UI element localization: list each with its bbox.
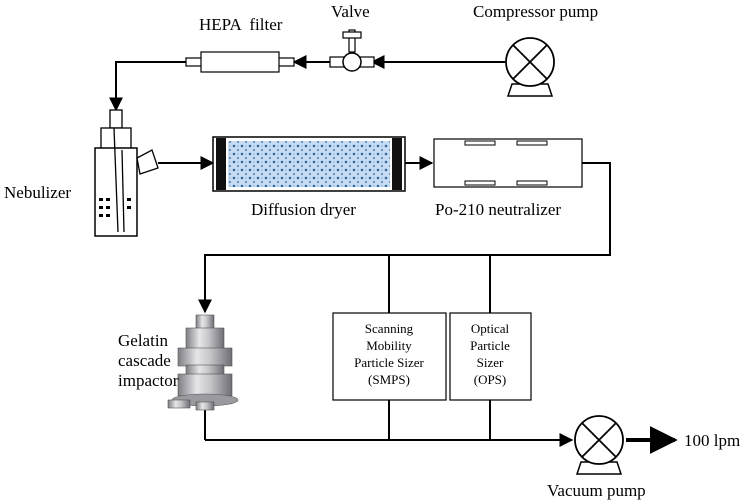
ops-label-line-4: (OPS) xyxy=(474,372,507,387)
cascade-impactor xyxy=(167,314,239,411)
impactor-label-line-1: Gelatin xyxy=(118,331,169,350)
valve xyxy=(329,29,375,72)
vacuum-pump-label: Vacuum pump xyxy=(547,481,646,500)
desiccant-bed xyxy=(228,141,390,187)
flow-rate-label: 100 lpm xyxy=(684,431,740,450)
po210-neutralizer xyxy=(433,138,583,188)
bottom-flow-lines xyxy=(204,400,678,454)
nebulizer-label: Nebulizer xyxy=(4,183,71,202)
smps-label-line-4: (SMPS) xyxy=(368,372,410,387)
diffusion-dryer-label: Diffusion dryer xyxy=(251,200,356,219)
nebulizer xyxy=(94,109,159,237)
impactor-label-line-3: impactor xyxy=(118,371,179,390)
smps-box xyxy=(332,312,447,401)
line-neutralizer-to-instruments xyxy=(198,162,611,314)
hepa-filter-label: HEPA filter xyxy=(199,15,283,34)
compressor-pump xyxy=(505,37,555,97)
hepa-filter xyxy=(185,51,295,73)
diffusion-dryer xyxy=(212,136,406,192)
smps-label-line-2: Mobility xyxy=(366,338,412,353)
hepa-filter-body xyxy=(200,51,280,73)
neutralizer-label: Po-210 neutralizer xyxy=(435,200,561,219)
ops-label-line-3: Sizer xyxy=(477,355,504,370)
compressor-pump-label: Compressor pump xyxy=(473,2,598,21)
top-flow-lines xyxy=(109,55,611,314)
arrow-hepa-to-nebulizer xyxy=(109,61,186,112)
smps-label-line-1: Scanning xyxy=(365,321,414,336)
ops-label-line-2: Particle xyxy=(470,338,510,353)
ops-label-line-1: Optical xyxy=(471,321,510,336)
impactor-label-line-2: cascade xyxy=(118,351,171,370)
ops-box xyxy=(449,312,532,401)
smps-label-line-3: Particle Sizer xyxy=(354,355,424,370)
vacuum-pump xyxy=(574,415,624,475)
valve-label: Valve xyxy=(331,2,370,21)
valve-icon xyxy=(342,52,362,72)
